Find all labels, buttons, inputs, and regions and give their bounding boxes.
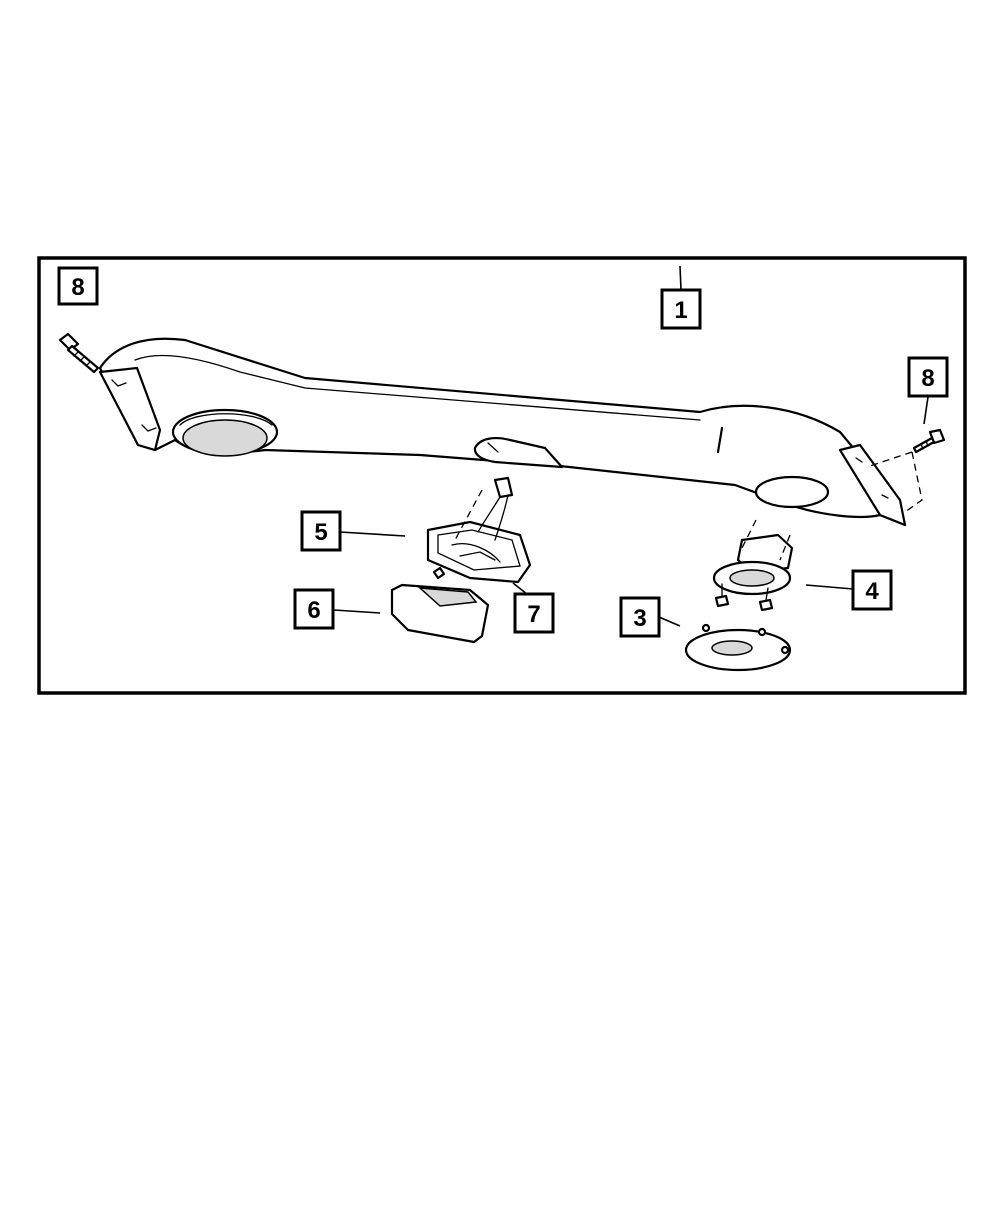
leader-4 <box>805 584 854 590</box>
overhead-console-panel <box>98 337 907 527</box>
callout-3: 3 <box>619 596 661 638</box>
svg-text:1: 1 <box>674 297 687 324</box>
leader-1 <box>679 265 682 291</box>
svg-text:7: 7 <box>527 601 540 628</box>
diagram-frame <box>37 256 967 695</box>
callout-7: 7 <box>513 592 555 634</box>
svg-text:5: 5 <box>314 519 327 546</box>
callout-1: 1 <box>660 288 702 330</box>
leader-3 <box>658 616 681 627</box>
lamp-housing <box>426 476 532 584</box>
socket-screws <box>714 583 774 612</box>
callout-4: 4 <box>851 569 893 611</box>
lamp-lens <box>390 583 490 644</box>
svg-text:8: 8 <box>921 365 934 392</box>
callout-8-right: 8 <box>907 356 949 398</box>
leader-5 <box>339 531 406 537</box>
screw-right-path <box>869 451 923 513</box>
callout-8-left: 8 <box>57 266 99 306</box>
callout-6: 6 <box>293 588 335 630</box>
screw-right <box>912 428 946 454</box>
leader-8-right <box>923 396 929 425</box>
screw-left <box>58 332 100 374</box>
cover-plate <box>684 623 792 672</box>
bulb-socket <box>712 519 794 596</box>
svg-text:3: 3 <box>633 605 646 632</box>
svg-text:4: 4 <box>865 578 879 605</box>
leader-6 <box>333 609 381 614</box>
svg-text:6: 6 <box>307 597 320 624</box>
housing-screw <box>432 566 446 580</box>
callout-5: 5 <box>300 510 342 552</box>
svg-text:8: 8 <box>71 274 84 301</box>
